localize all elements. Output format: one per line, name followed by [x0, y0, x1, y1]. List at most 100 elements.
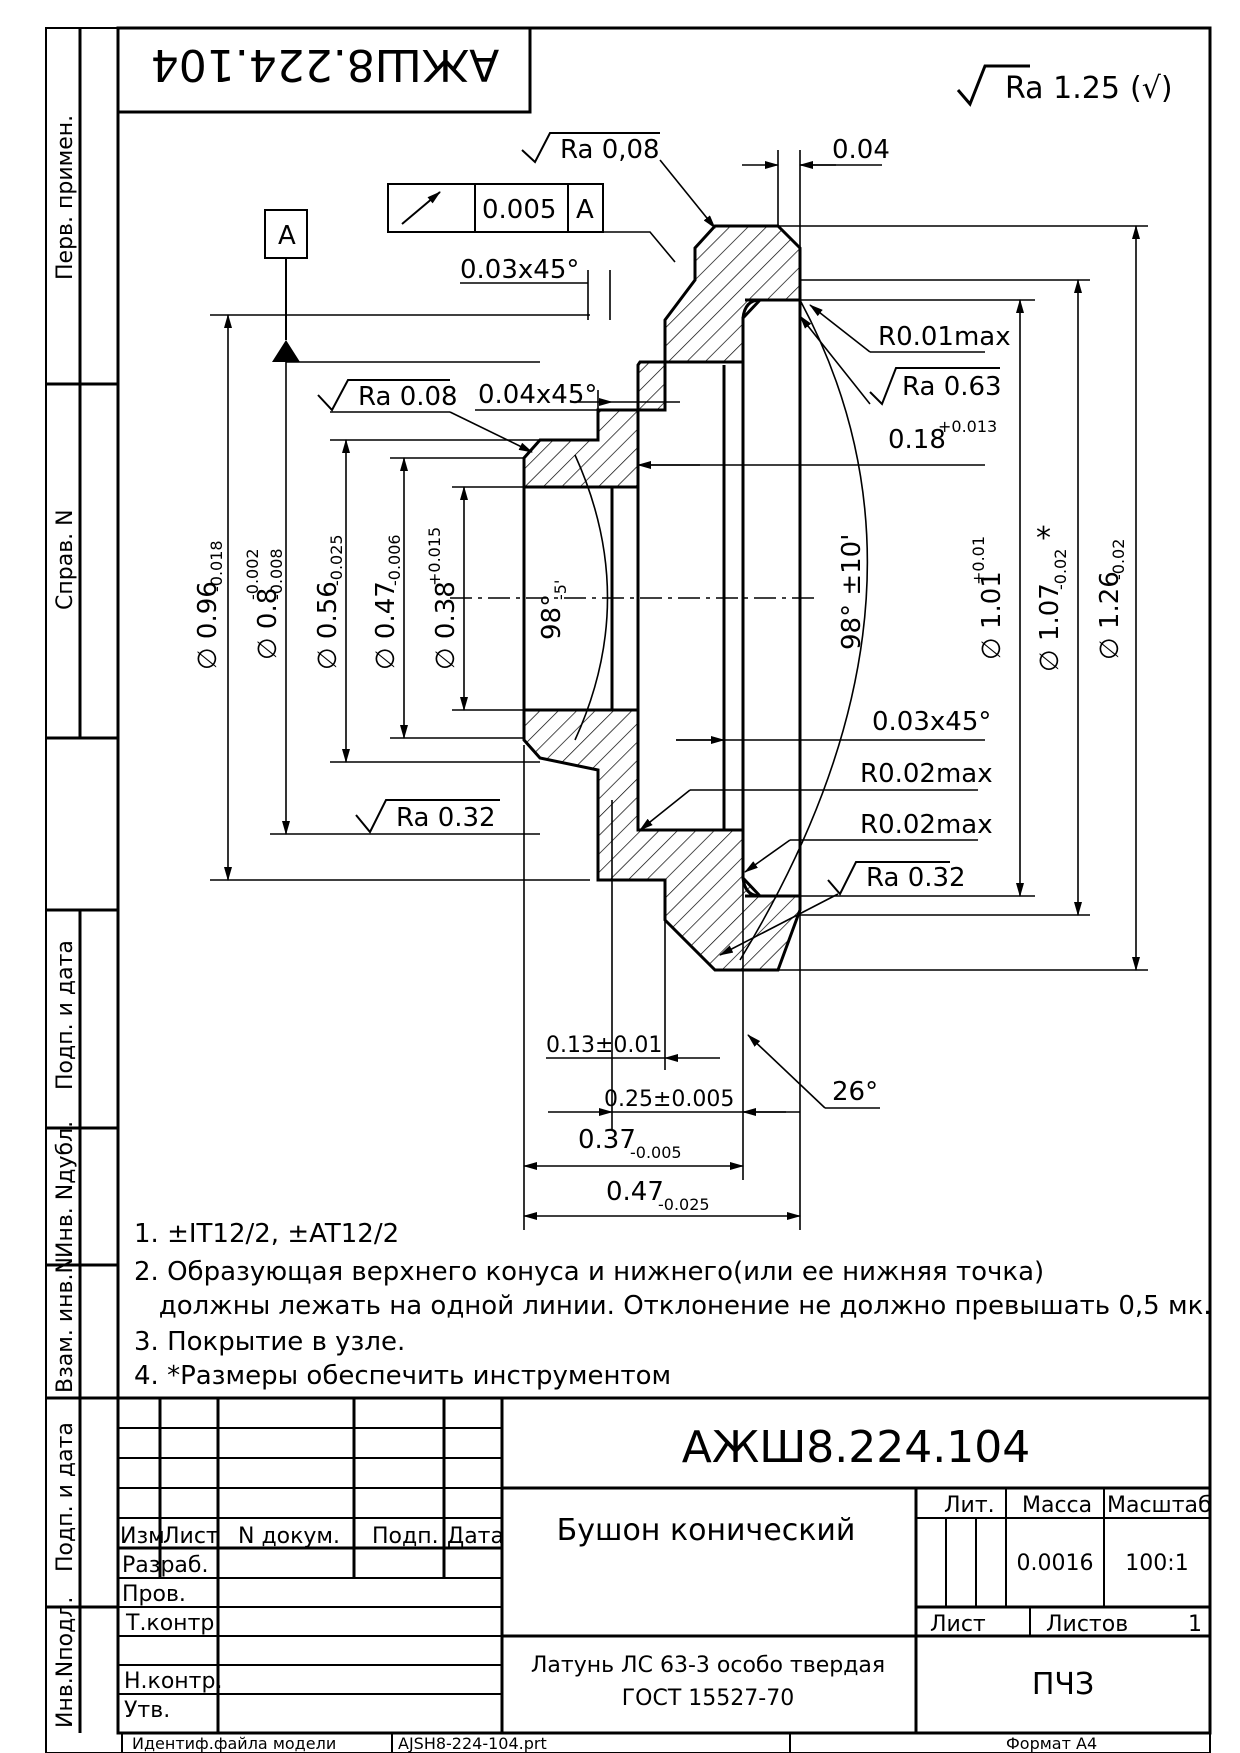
svg-text:∅ 0.96: ∅ 0.96 — [193, 581, 223, 670]
title-mass: 0.0016 — [1017, 1551, 1094, 1576]
svg-text:Листов: Листов — [1046, 1612, 1128, 1637]
svg-text:N докум.: N докум. — [238, 1524, 340, 1549]
svg-text:0.03x45°: 0.03x45° — [872, 707, 991, 737]
ra-008-top: Ra 0,08 — [521, 132, 716, 229]
title-block: Изм Лист N докум. Подп. Дата Разраб. Про… — [118, 1396, 1212, 1733]
svg-text:Идентиф.файла модели: Идентиф.файла модели — [132, 1734, 336, 1753]
svg-text:Ra 0.63: Ra 0.63 — [902, 372, 1002, 402]
svg-text:0.37: 0.37 — [578, 1125, 636, 1155]
designation-box-rotated — [116, 26, 532, 114]
svg-text:-0.006: -0.006 — [385, 534, 404, 586]
note-2: 2. Образующая верхнего конуса и нижнего(… — [134, 1257, 1044, 1287]
fcf-datum: A — [576, 195, 594, 225]
note-4: 4. *Размеры обеспечить инструментом — [134, 1361, 671, 1391]
svg-text:Ra 0.32: Ra 0.32 — [396, 803, 496, 833]
svg-text:∅ 0.56: ∅ 0.56 — [313, 581, 343, 670]
svg-text:0.47: 0.47 — [606, 1177, 664, 1207]
svg-text:∅ 1.26: ∅ 1.26 — [1095, 571, 1125, 660]
angle-right: 98° ±10' — [837, 534, 867, 650]
upper-right-notes: R0.01max Ra 0.63 0.18 +0.013 — [578, 304, 1011, 469]
svg-text:-0.005: -0.005 — [630, 1143, 682, 1162]
note-1: 1. ±IT12/2, ±AT12/2 — [134, 1219, 399, 1249]
svg-text:Т.контр.: Т.контр. — [125, 1611, 221, 1636]
feature-control-frame: 0.005 A — [387, 183, 676, 263]
svg-text:Масштаб: Масштаб — [1107, 1493, 1212, 1518]
svg-text:∅ 0.8: ∅ 0.8 — [253, 588, 283, 660]
strip-sprav-n: Справ. N — [53, 509, 78, 610]
svg-text:+0.015: +0.015 — [425, 527, 444, 586]
strip-podp-data-1: Подп. и дата — [53, 940, 78, 1090]
svg-text:(√): (√) — [1130, 71, 1173, 106]
svg-text:-0.008: -0.008 — [267, 548, 286, 600]
technical-notes: 1. ±IT12/2, ±AT12/2 2. Образующая верхне… — [134, 1219, 1212, 1391]
angle-left-tol: -5' — [551, 580, 570, 600]
svg-text:-0.025: -0.025 — [658, 1195, 710, 1214]
svg-text:0.04: 0.04 — [832, 135, 890, 165]
svg-text:R0.01max: R0.01max — [878, 322, 1011, 352]
note-3: 3. Покрытие в узле. — [134, 1327, 405, 1357]
svg-text:Подп.: Подп. — [372, 1524, 439, 1549]
middle-right-notes: 0.03x45° R0.02max R0.02max Ra 0.32 — [639, 707, 993, 956]
strip-perv-primen: Перв. примен. — [53, 115, 78, 280]
title-name: Бушон конический — [557, 1513, 856, 1548]
bottom-lengths: 0.13±0.01 0.25±0.005 0.37 -0.005 0.47 -0… — [523, 745, 880, 1230]
title-material-2: ГОСТ 15527-70 — [622, 1686, 794, 1711]
angle-left: 98° — [537, 594, 567, 640]
right-diameters: ∅ 1.01 +0.01 ∅ 1.07 -0.02 * ∅ 1.26 -0.02 — [745, 225, 1148, 971]
svg-text:26°: 26° — [832, 1077, 878, 1107]
chamfer-004: 0.04x45° — [475, 380, 599, 440]
general-roughness: Ra 1.25 (√) — [956, 64, 1173, 107]
svg-text:1: 1 — [1188, 1612, 1202, 1637]
svg-text:-0.02: -0.02 — [1051, 549, 1070, 590]
svg-text:Изм: Изм — [120, 1524, 165, 1549]
svg-text:Пров.: Пров. — [122, 1582, 186, 1607]
svg-text:∅ 0.47: ∅ 0.47 — [371, 581, 401, 670]
svg-text:Лит.: Лит. — [944, 1493, 995, 1518]
part-geometry — [450, 224, 869, 972]
left-diameters: ∅ 0.96 -0.018 ∅ 0.8 -0.002 -0.008 ∅ 0.56… — [193, 314, 590, 881]
svg-text:0.25±0.005: 0.25±0.005 — [604, 1087, 734, 1112]
title-organization: ПЧЗ — [1032, 1667, 1094, 1702]
svg-text:-0.025: -0.025 — [327, 534, 346, 586]
svg-text:0.03x45°: 0.03x45° — [460, 255, 579, 285]
svg-text:0.18: 0.18 — [888, 425, 946, 455]
svg-text:-0.02: -0.02 — [1109, 539, 1128, 580]
svg-text:+0.01: +0.01 — [969, 536, 988, 585]
svg-text:A: A — [278, 221, 296, 251]
svg-text:Лист: Лист — [930, 1612, 986, 1637]
dim-004: 0.04 — [742, 135, 890, 248]
svg-text:0.13±0.01: 0.13±0.01 — [546, 1033, 662, 1058]
title-scale: 100:1 — [1125, 1551, 1188, 1576]
svg-text:AJSH8-224-104.prt: AJSH8-224-104.prt — [398, 1734, 547, 1753]
svg-text:Н.контр.: Н.контр. — [124, 1669, 222, 1694]
ra-008-left: Ra 0.08 — [317, 379, 533, 453]
chamfer-003-top: 0.03x45° — [460, 255, 611, 320]
fcf-tolerance: 0.005 — [482, 195, 556, 225]
svg-text:0.04x45°: 0.04x45° — [478, 380, 597, 410]
strip-podp-data-2: Подп. и дата — [53, 1422, 78, 1572]
strip-inv-podl: Инв.Nподл. — [53, 1597, 78, 1728]
svg-text:-0.002: -0.002 — [243, 548, 262, 600]
svg-text:Дата: Дата — [447, 1524, 504, 1549]
title-designation: АЖШ8.224.104 — [682, 1422, 1030, 1473]
svg-text:Ra 0,08: Ra 0,08 — [560, 135, 660, 165]
svg-text:Лист: Лист — [163, 1524, 219, 1549]
strip-inv-dubl: Инв. Nдубл. — [53, 1121, 78, 1258]
designation-rotated: АЖШ8.224.104 — [151, 39, 499, 90]
ra-032-left: Ra 0.32 — [355, 799, 500, 834]
title-material-1: Латунь ЛС 63-3 особо твердая — [531, 1653, 885, 1678]
svg-text:∅ 1.01: ∅ 1.01 — [977, 571, 1007, 660]
svg-text:Разраб.: Разраб. — [122, 1553, 208, 1578]
svg-text:Ra 1.25: Ra 1.25 — [1005, 71, 1120, 106]
svg-text:*: * — [1036, 521, 1051, 556]
datum-a: A — [264, 209, 540, 363]
svg-text:Ra 0.08: Ra 0.08 — [358, 382, 458, 412]
svg-text:-0.018: -0.018 — [207, 540, 226, 592]
svg-text:R0.02max: R0.02max — [860, 810, 993, 840]
svg-text:+0.013: +0.013 — [938, 417, 997, 436]
note-2b: должны лежать на одной линии. Отклонение… — [134, 1291, 1212, 1321]
svg-text:Масса: Масса — [1022, 1493, 1092, 1518]
svg-text:R0.02max: R0.02max — [860, 759, 993, 789]
footer: Идентиф.файла модели AJSH8-224-104.prt Ф… — [121, 1732, 1097, 1753]
